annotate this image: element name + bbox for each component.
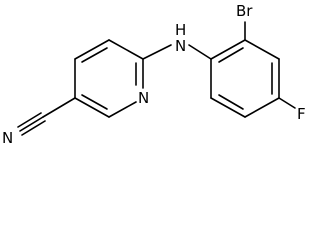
bond-c5-c6 — [74, 97, 110, 118]
amine-n-label: N — [175, 37, 186, 55]
triple-bond-line-2 — [17, 112, 42, 128]
bond-c2-nh — [142, 44, 172, 60]
bromine-label: Br — [236, 2, 253, 20]
triple-bond-line-1 — [19, 116, 44, 132]
bond-c5-cn — [42, 97, 76, 118]
benzene-ring — [210, 39, 280, 118]
amine-linker — [142, 44, 212, 60]
bond-nh-c1prime — [188, 44, 212, 60]
bond-c6-n1 — [108, 101, 137, 118]
bond-c4p-f — [278, 97, 296, 109]
bond-c2p-c3p — [244, 39, 280, 60]
pyridine-n-label: N — [138, 89, 149, 107]
substituent-bonds — [244, 21, 296, 109]
double-bond-c5p-c6p — [218, 94, 244, 110]
triple-bond-line-3 — [21, 120, 46, 136]
bond-c2-c3 — [108, 39, 144, 60]
double-bond-c1p-c2p — [218, 47, 244, 63]
molecule-drawing: Br H N N N F — [2, 2, 306, 147]
nitrile-n-label: N — [2, 129, 13, 147]
nitrile-group — [17, 97, 76, 136]
bond-c1p-c2p — [210, 39, 246, 60]
amine-h-label: H — [175, 21, 186, 39]
pyridine-ring — [74, 39, 144, 118]
structure-diagram: Br H N N N F — [2, 2, 306, 147]
double-bond-c5-c6 — [81, 94, 108, 110]
fluorine-label: F — [297, 105, 306, 123]
bond-c5p-c6p — [210, 97, 246, 118]
bond-c3-c4 — [74, 39, 110, 60]
bond-c4p-c5p — [244, 97, 280, 118]
double-bond-c3-c4 — [81, 47, 108, 63]
